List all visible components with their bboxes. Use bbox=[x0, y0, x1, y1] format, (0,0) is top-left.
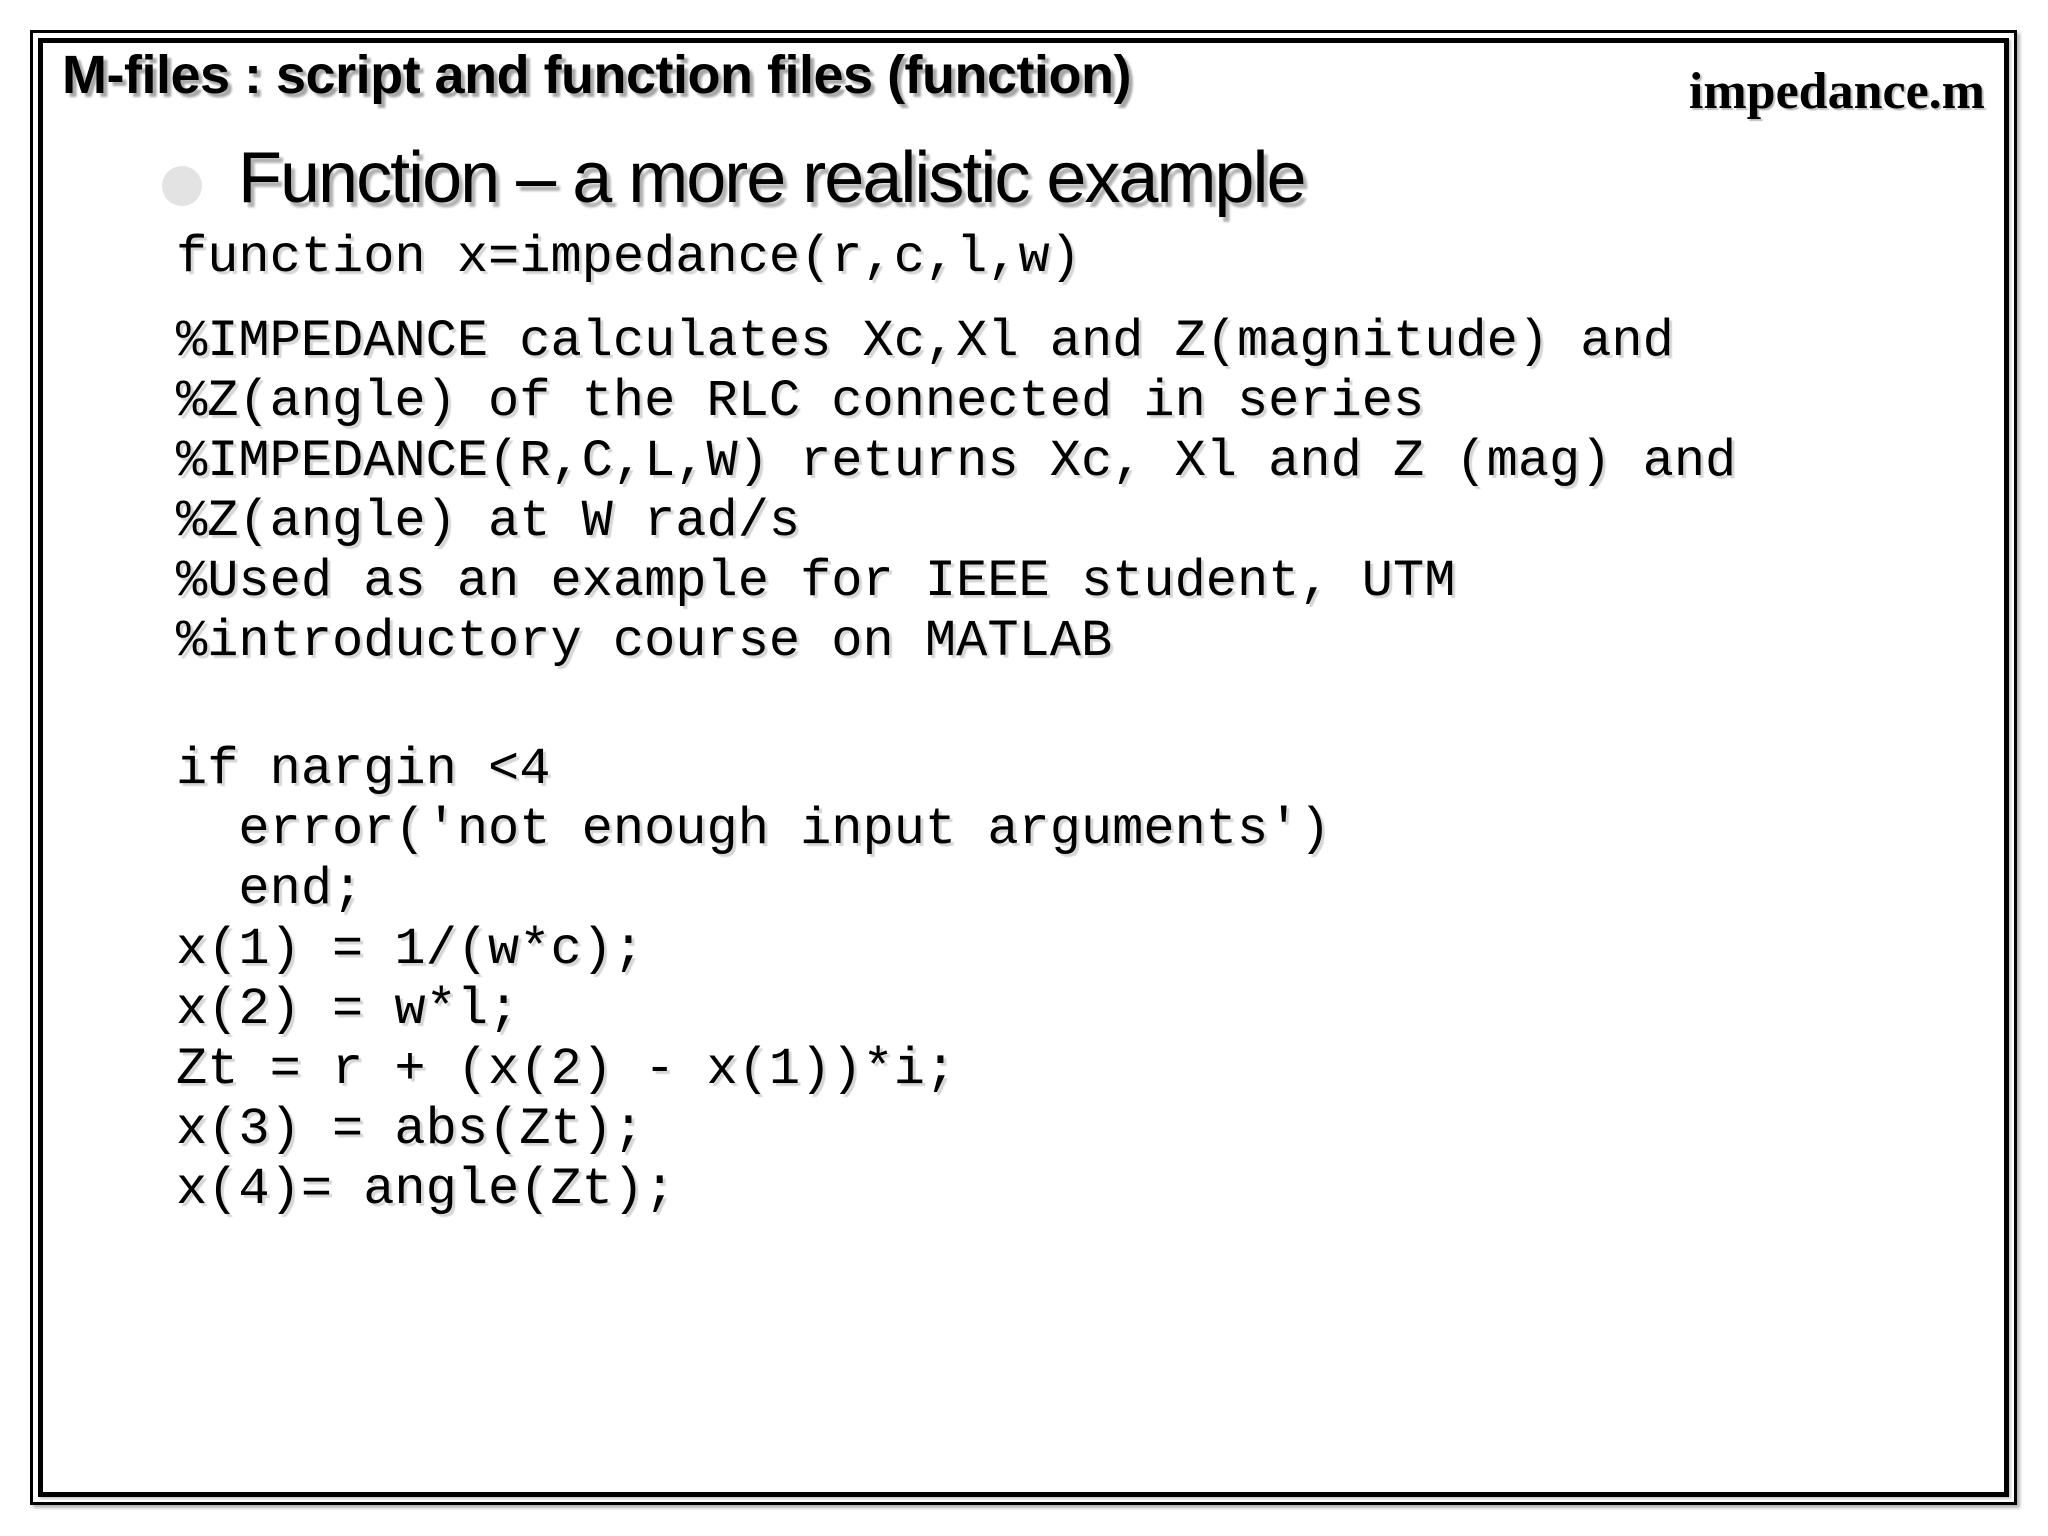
code-block-signature: function x=impedance(r,c,l,w) bbox=[176, 228, 1081, 288]
code-line: function x=impedance(r,c,l,w) bbox=[176, 228, 1081, 287]
code-line: %introductory course on MATLAB bbox=[176, 612, 1113, 671]
code-line: %Z(angle) at W rad/s bbox=[176, 492, 801, 551]
code-line: %Used as an example for IEEE student, UT… bbox=[176, 552, 1456, 611]
slide-title: M-files : script and function files (fun… bbox=[62, 45, 1131, 105]
code-line: end; bbox=[176, 860, 364, 919]
code-line: %IMPEDANCE calculates Xc,Xl and Z(magnit… bbox=[176, 312, 1674, 371]
code-line: x(2) = w*l; bbox=[176, 980, 520, 1039]
code-line: if nargin <4 bbox=[176, 740, 551, 799]
slide-inner-border bbox=[38, 38, 2009, 1497]
bullet-heading: Function – a more realistic example bbox=[238, 138, 1306, 218]
code-line: %IMPEDANCE(R,C,L,W) returns Xc, Xl and Z… bbox=[176, 432, 1737, 491]
code-block-comments: %IMPEDANCE calculates Xc,Xl and Z(magnit… bbox=[176, 312, 1736, 672]
code-line: x(1) = 1/(w*c); bbox=[176, 920, 645, 979]
code-line: %Z(angle) of the RLC connected in series bbox=[176, 372, 1425, 431]
code-line: error('not enough input arguments') bbox=[176, 800, 1331, 859]
filename-label: impedance.m bbox=[1688, 63, 1985, 120]
code-line: x(3) = abs(Zt); bbox=[176, 1100, 645, 1159]
code-line: x(4)= angle(Zt); bbox=[176, 1160, 676, 1219]
code-block-body: if nargin <4 error('not enough input arg… bbox=[176, 740, 1331, 1220]
code-line: Zt = r + (x(2) - x(1))*i; bbox=[176, 1040, 957, 1099]
bullet-icon bbox=[162, 166, 202, 206]
slide-outer-border bbox=[30, 30, 2017, 1505]
